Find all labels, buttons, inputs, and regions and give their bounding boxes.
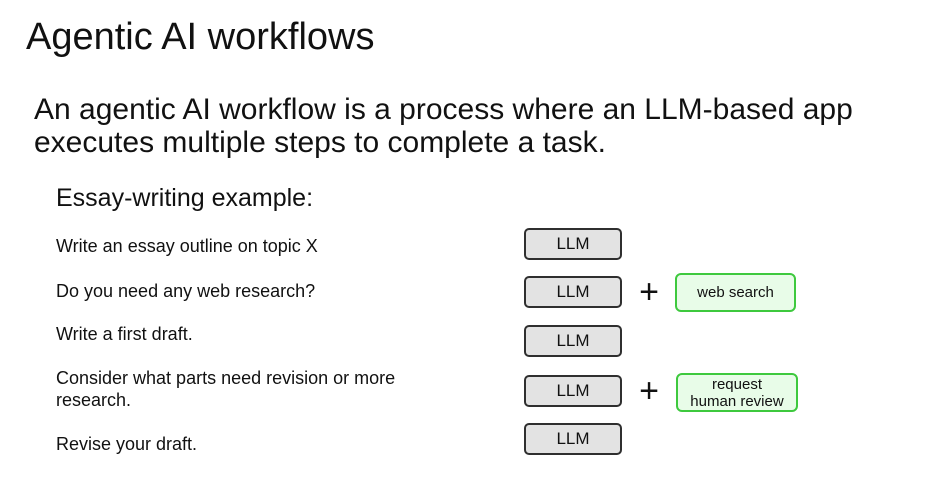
step-1-text: Write an essay outline on topic X xyxy=(56,236,318,256)
step-4-text-line-1: Consider what parts need revision or mor… xyxy=(56,368,396,388)
step-2-llm-box: LLM xyxy=(524,276,622,308)
step-4-text-line-2: research. xyxy=(56,390,132,410)
step-1-llm-box: LLM xyxy=(524,228,622,260)
intro-text: An agentic AI workflow is a process wher… xyxy=(34,93,934,159)
step-2-plus: + xyxy=(639,273,659,311)
web-search-tool-box: web search xyxy=(675,273,796,312)
step-3-text: Write a first draft. xyxy=(56,324,193,344)
step-5-llm-box: LLM xyxy=(524,423,622,455)
example-heading: Essay-writing example: xyxy=(56,184,314,212)
step-4-text: Consider what parts need revision or mor… xyxy=(56,367,486,411)
human-review-tool-box: request human review xyxy=(676,373,798,412)
page-title: Agentic AI workflows xyxy=(26,16,375,58)
step-3-llm-box: LLM xyxy=(524,325,622,357)
step-4-plus: + xyxy=(639,372,659,410)
human-review-line-2: human review xyxy=(690,392,784,410)
intro-line-2: executes multiple steps to complete a ta… xyxy=(34,126,606,159)
intro-line-1: An agentic AI workflow is a process wher… xyxy=(34,93,853,126)
step-5-text: Revise your draft. xyxy=(56,434,198,454)
step-4-llm-box: LLM xyxy=(524,375,622,407)
step-2-text: Do you need any web research? xyxy=(56,281,316,301)
human-review-line-1: request xyxy=(711,375,763,393)
